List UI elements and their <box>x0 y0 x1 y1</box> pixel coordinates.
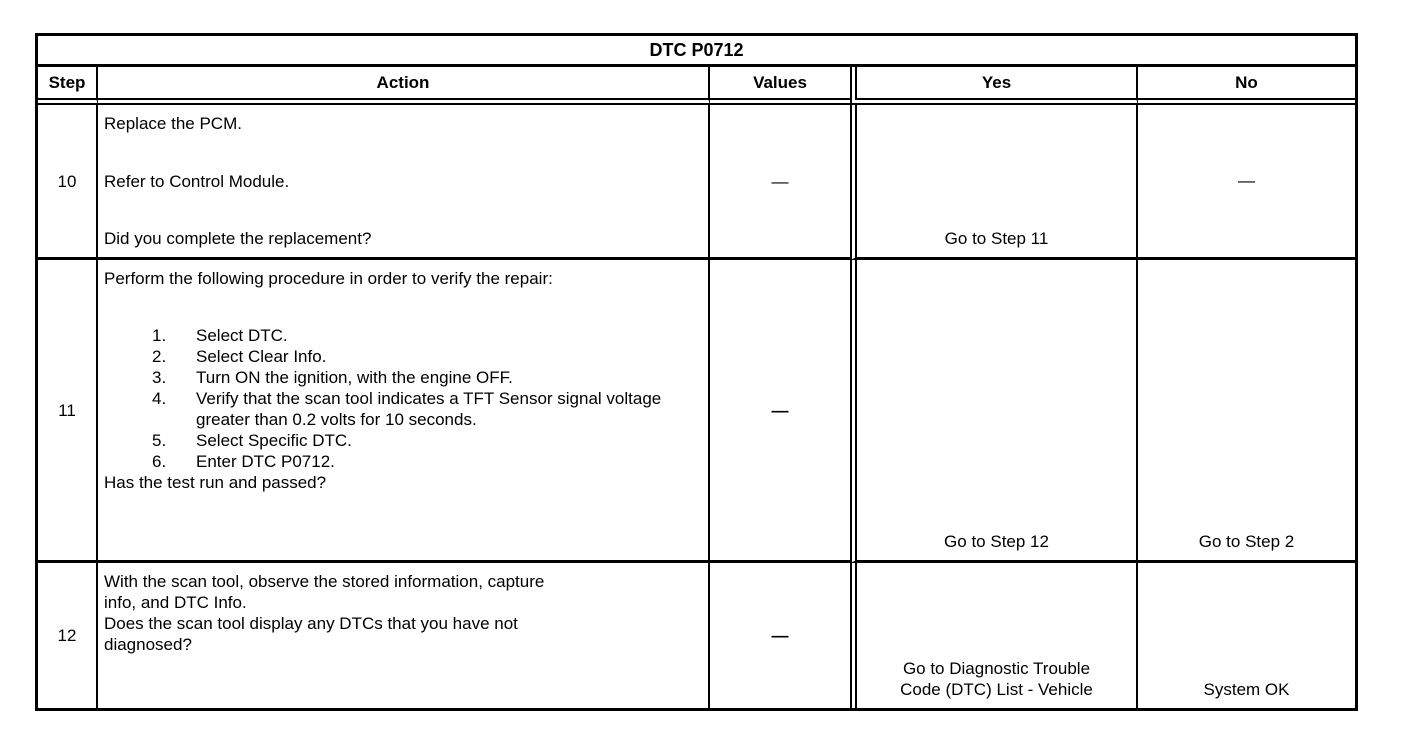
values-cell: — <box>710 105 850 260</box>
step-number: 12 <box>38 563 98 708</box>
yes-cell: Go to Step 11 <box>850 105 1138 260</box>
procedure-item: Turn ON the ignition, with the engine OF… <box>152 367 513 388</box>
yes-cell: Go to Step 12 <box>850 260 1138 563</box>
action-cell: With the scan tool, observe the stored i… <box>98 563 710 708</box>
no-cell: Go to Step 2 <box>1138 260 1355 563</box>
procedure-list: Select DTC. Select Clear Info. Turn ON t… <box>152 325 698 472</box>
column-header-yes: Yes <box>850 67 1138 105</box>
column-header-action: Action <box>98 67 710 105</box>
yes-result: Go to Step 11 <box>944 229 1049 248</box>
action-paragraph: Replace the PCM. <box>104 114 242 133</box>
action-cell: Replace the PCM. Refer to Control Module… <box>98 105 710 260</box>
values-cell: — <box>710 260 850 563</box>
column-header-values: Values <box>710 67 850 105</box>
action-question: Did you complete the replacement? <box>104 229 372 248</box>
action-cell: Perform the following procedure in order… <box>98 260 710 563</box>
procedure-item: Verify that the scan tool indicates a TF… <box>152 388 662 429</box>
no-cell: — <box>1138 105 1355 260</box>
dtc-diagnostic-table: DTC P0712 Step Action Values Yes No 10 R… <box>35 33 1358 711</box>
no-result: System OK <box>1203 680 1290 699</box>
procedure-item: Select Clear Info. <box>152 346 327 367</box>
action-question: Has the test run and passed? <box>104 473 327 492</box>
step-number: 10 <box>38 105 98 260</box>
procedure-item: Select Specific DTC. <box>152 430 352 451</box>
column-header-step: Step <box>38 67 98 105</box>
action-question: Does the scan tool display any DTCs that… <box>104 614 518 654</box>
action-paragraph: Refer to Control Module. <box>104 171 290 191</box>
no-cell: System OK <box>1138 563 1355 708</box>
yes-result: Go to Diagnostic Trouble Code (DTC) List… <box>900 659 1093 699</box>
yes-cell: Go to Diagnostic Trouble Code (DTC) List… <box>850 563 1138 708</box>
values-cell: — <box>710 563 850 708</box>
no-result: — <box>1238 170 1255 190</box>
procedure-item: Enter DTC P0712. <box>152 451 335 472</box>
action-intro: Perform the following procedure in order… <box>104 269 553 288</box>
column-header-no: No <box>1138 67 1355 105</box>
step-number: 11 <box>38 260 98 563</box>
procedure-item: Select DTC. <box>152 325 288 346</box>
action-intro: With the scan tool, observe the stored i… <box>104 572 545 612</box>
table-title: DTC P0712 <box>38 36 1355 67</box>
no-result: Go to Step 2 <box>1198 532 1295 551</box>
yes-result: Go to Step 12 <box>944 532 1049 551</box>
